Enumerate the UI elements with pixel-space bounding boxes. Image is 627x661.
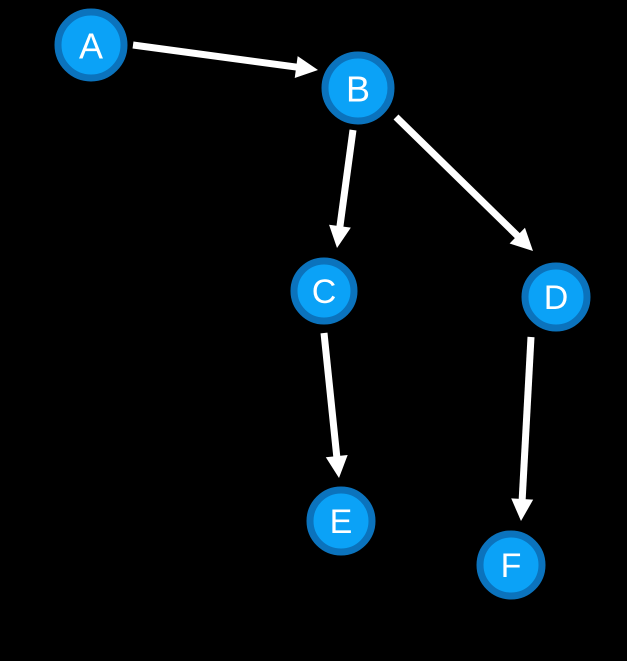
edge-arrowhead-icon <box>294 56 318 78</box>
graph-node-f[interactable]: F <box>476 530 546 600</box>
graph-node-c[interactable]: C <box>290 257 358 325</box>
edge-arrowhead-icon <box>511 498 534 521</box>
edges-layer <box>132 41 535 521</box>
node-circle <box>321 51 395 125</box>
node-circle <box>54 8 128 82</box>
edge-arrowhead-icon <box>329 224 351 248</box>
node-circle <box>290 257 358 325</box>
graph-edge[interactable] <box>320 332 348 478</box>
edge-shaft <box>336 129 357 229</box>
node-circle <box>476 530 546 600</box>
graph-node-d[interactable]: D <box>521 262 591 332</box>
graph-edge[interactable] <box>511 336 535 521</box>
edge-shaft <box>320 332 341 459</box>
node-circle <box>521 262 591 332</box>
edge-shaft <box>393 114 522 240</box>
graph-node-b[interactable]: B <box>321 51 395 125</box>
graph-edge[interactable] <box>132 41 318 78</box>
edge-arrowhead-icon <box>325 454 348 478</box>
edge-shaft <box>132 41 299 71</box>
graph-edge[interactable] <box>329 129 357 248</box>
node-circle <box>306 486 376 556</box>
nodes-layer: A B C D E F <box>54 8 591 600</box>
edge-arrowhead-icon <box>509 227 533 251</box>
graph-node-e[interactable]: E <box>306 486 376 556</box>
graph-edge[interactable] <box>393 114 533 251</box>
graph-node-a[interactable]: A <box>54 8 128 82</box>
edge-shaft <box>518 336 535 502</box>
